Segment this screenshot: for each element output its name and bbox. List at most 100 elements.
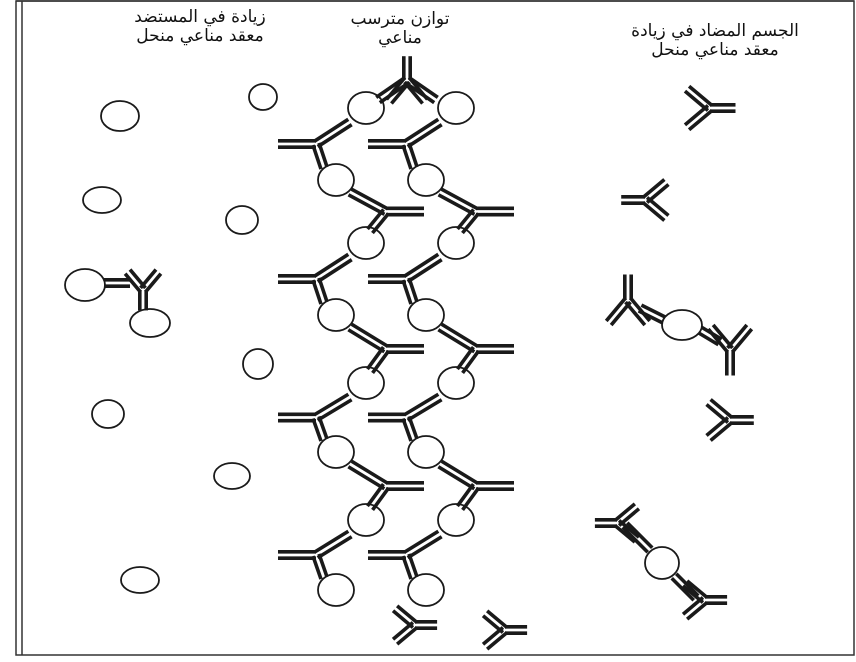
antibody-arm bbox=[311, 277, 329, 305]
antibody-arm bbox=[437, 322, 479, 354]
antibody-arm bbox=[415, 619, 438, 631]
antibody-arm bbox=[637, 303, 667, 325]
antibody-arm bbox=[403, 252, 443, 284]
antibody-arm bbox=[403, 392, 443, 422]
antibody-arm bbox=[730, 414, 754, 426]
antigen-circle bbox=[437, 366, 475, 400]
antibody-arm bbox=[138, 290, 148, 311]
antibody-arm bbox=[455, 346, 481, 374]
antigen-excess-line1: زيادة في المستضد bbox=[134, 7, 266, 27]
antigen-circle bbox=[91, 399, 125, 429]
antigen-circle bbox=[225, 205, 259, 235]
antibody-arm bbox=[347, 187, 389, 216]
antibody-arm bbox=[705, 594, 728, 606]
antibody-arm bbox=[455, 483, 481, 511]
antigen-circle bbox=[248, 83, 278, 111]
antibody-arm bbox=[641, 196, 670, 222]
antibody-arm bbox=[347, 322, 389, 354]
antigen-circle bbox=[100, 100, 140, 132]
antibody-arm bbox=[139, 268, 163, 294]
antibody-arm bbox=[313, 392, 353, 422]
antibody-arm bbox=[368, 549, 406, 561]
antibody-excess-caption: الجسم المضاد في زيادة معقد مناعي منحل bbox=[610, 22, 820, 60]
antigen-circle bbox=[317, 573, 355, 607]
antigen-circle bbox=[317, 435, 355, 469]
antigen-excess-caption: زيادة في المستضد معقد مناعي منحل bbox=[100, 8, 300, 46]
antibody-arm bbox=[278, 549, 316, 561]
antibody-arm bbox=[705, 398, 734, 424]
antibody-arm bbox=[476, 206, 514, 217]
antibody-arm bbox=[391, 604, 419, 629]
antigen-circle bbox=[437, 503, 475, 537]
antibody-arm bbox=[313, 529, 353, 560]
antibody-excess-line1: الجسم المضاد في زيادة bbox=[631, 21, 799, 41]
antibody-arm bbox=[456, 208, 480, 235]
antibody-arm bbox=[313, 252, 353, 284]
antibody-arm bbox=[681, 579, 709, 604]
antibody-arm bbox=[104, 277, 130, 289]
antigen-circle bbox=[407, 163, 445, 197]
antibody-arm bbox=[401, 277, 419, 305]
antigen-circle bbox=[347, 91, 385, 125]
antibody-arm bbox=[621, 521, 654, 554]
antibody-arm bbox=[437, 459, 479, 491]
antibody-arm bbox=[386, 343, 424, 355]
antigen-circle bbox=[242, 348, 274, 380]
antibody-arm bbox=[366, 208, 390, 235]
antigen-circle bbox=[437, 91, 475, 125]
antibody-arm bbox=[697, 325, 723, 347]
antigen-circle bbox=[437, 226, 475, 260]
antigen-circle bbox=[213, 462, 251, 490]
antibody-arm bbox=[683, 84, 714, 112]
antigen-excess-line2: معقد مناعي منحل bbox=[136, 26, 264, 46]
antibody-arm bbox=[401, 56, 413, 80]
equivalence-line2: مناعي bbox=[378, 28, 422, 48]
antibody-arm bbox=[710, 103, 736, 113]
antibody-arm bbox=[403, 529, 443, 560]
antibody-arm bbox=[401, 142, 419, 170]
antigen-circle bbox=[64, 268, 106, 302]
antibody-arm bbox=[613, 519, 641, 544]
antigen-circle bbox=[120, 566, 160, 594]
antigen-circle bbox=[347, 503, 385, 537]
antibody-arm bbox=[621, 195, 645, 205]
antibody-arm bbox=[368, 412, 406, 423]
antibody-arm bbox=[375, 75, 410, 105]
antibody-arm bbox=[404, 75, 439, 105]
antigen-circle bbox=[407, 298, 445, 332]
antibody-arm bbox=[726, 323, 754, 354]
antibody-arm bbox=[622, 274, 634, 300]
antibody-arm bbox=[278, 273, 316, 285]
shapes-layer bbox=[64, 56, 754, 651]
antibody-arm bbox=[365, 483, 391, 511]
antigen-circle bbox=[129, 308, 171, 338]
antibody-arm bbox=[368, 139, 406, 149]
antibody-arm bbox=[604, 296, 632, 327]
antibody-arm bbox=[476, 480, 514, 492]
antibody-arm bbox=[347, 459, 389, 491]
antigen-circle bbox=[644, 546, 680, 580]
antibody-arm bbox=[311, 142, 329, 170]
antibody-arm bbox=[724, 350, 736, 376]
antibody-arm bbox=[594, 517, 617, 529]
antibody-arm bbox=[368, 273, 406, 285]
antigen-circle bbox=[82, 186, 122, 214]
antibody-arm bbox=[365, 346, 391, 374]
antibody-arm bbox=[481, 609, 509, 634]
antigen-circle bbox=[661, 309, 703, 341]
antigen-circle bbox=[317, 298, 355, 332]
antibody-arm bbox=[403, 117, 443, 149]
antibody-arm bbox=[313, 117, 353, 149]
antibody-arm bbox=[670, 572, 700, 602]
antibody-arm bbox=[278, 412, 316, 423]
antibody-arm bbox=[437, 187, 479, 216]
antigen-circle bbox=[317, 163, 355, 197]
antibody-excess-line2: معقد مناعي منحل bbox=[651, 40, 779, 60]
equivalence-line1: توازن مترسب bbox=[350, 9, 450, 29]
antibody-arm bbox=[505, 624, 528, 636]
antibody-arm bbox=[476, 343, 514, 355]
antigen-circle bbox=[347, 226, 385, 260]
antigen-circle bbox=[347, 366, 385, 400]
antigen-circle bbox=[407, 573, 445, 607]
